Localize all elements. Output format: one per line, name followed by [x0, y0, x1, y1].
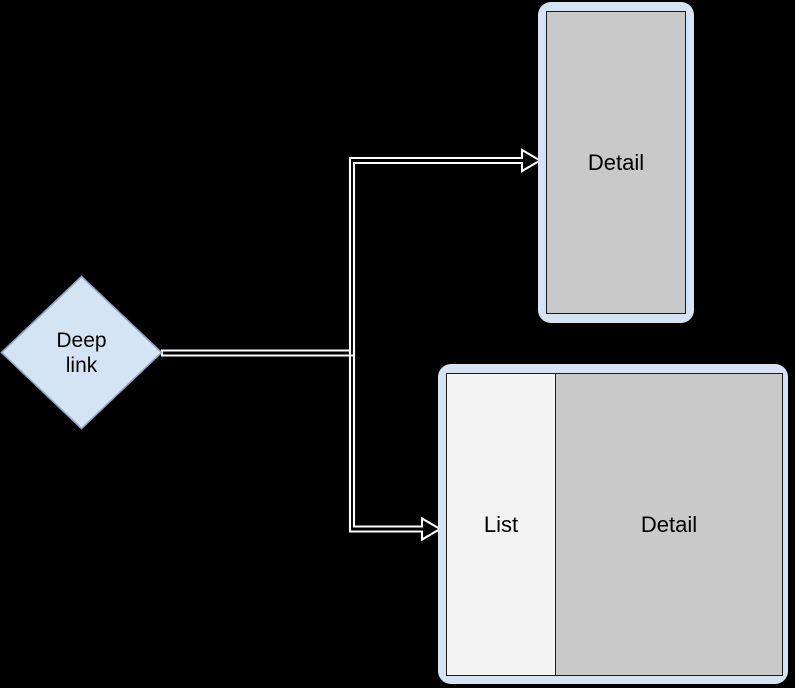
list-detail-screen-detail-pane[interactable]: Detail [556, 374, 782, 675]
node-deep-link[interactable]: Deep link [0, 275, 163, 430]
edge-deep-link-to-detail [160, 148, 543, 357]
edge-deep-link-to-list-detail [348, 350, 443, 542]
list-detail-screen-list-pane[interactable]: List [447, 374, 556, 675]
list-detail-screen-frame: List Detail [446, 373, 783, 676]
detail-screen-detail-pane[interactable]: Detail [547, 12, 685, 313]
node-list-detail-screen[interactable]: List Detail [438, 364, 788, 684]
diamond-shape [0, 275, 163, 430]
detail-screen-frame: Detail [546, 11, 686, 314]
node-detail-screen[interactable]: Detail [538, 2, 694, 323]
